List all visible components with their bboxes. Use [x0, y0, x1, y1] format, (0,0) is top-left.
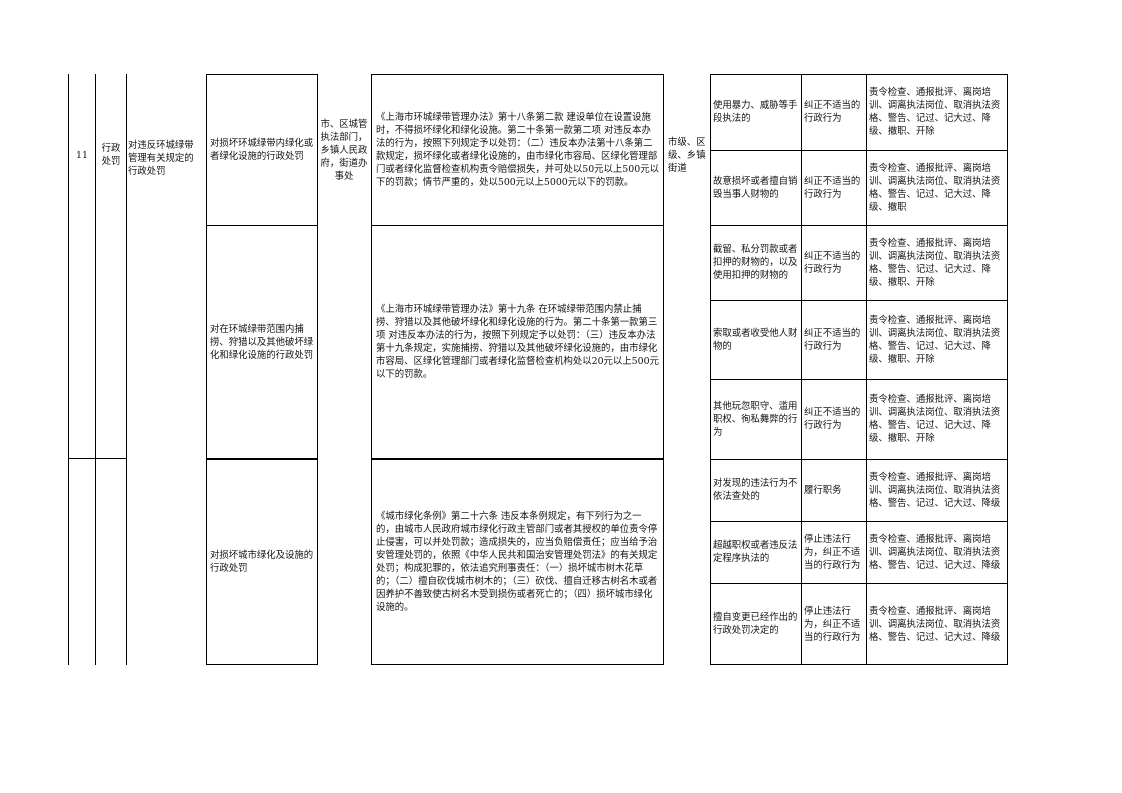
subitem-name-2: 对在环城绿带范围内捕捞、狩猎以及其他破坏绿化和绿化设施的行政处罚 [210, 323, 314, 361]
duty-type: 纠正不适当的行政行为 [804, 407, 861, 431]
duty-row-line-6 [710, 521, 1008, 522]
table-border-left [68, 74, 69, 665]
duty-situation: 超越职权或者违反法定程序执法的 [713, 540, 798, 564]
duty-penalty: 责令检查、通报批评、离岗培训、调离执法岗位、取消执法资格、警告、记过、记大过、降… [869, 533, 1001, 571]
duty-type: 纠正不适当的行政行为 [804, 327, 861, 352]
basis-box-2 [371, 225, 664, 459]
duty-penalty: 责令检查、通报批评、离岗培训、调离执法岗位、取消执法资格、警告、记过、记大过、降… [869, 605, 1001, 643]
duty-situation: 使用暴力、威胁等手段执法的 [713, 100, 798, 124]
row-index: 11 [76, 149, 88, 161]
duty-type: 停止违法行为，纠正不适当的行政行为 [804, 605, 861, 643]
duty-row-line-7 [710, 583, 1008, 584]
duty-type: 停止违法行为，纠正不适当的行政行为 [804, 533, 861, 571]
legal-basis-2: 《上海市环城绿带管理办法》第十九条 在环城绿带范围内禁止捕捞、狩猎以及其他破坏绿… [376, 304, 659, 380]
duty-situation: 截留、私分罚款或者扣押的财物的，以及使用扣押的财物的 [713, 244, 798, 281]
duty-row-line-3 [710, 300, 1008, 301]
duty-situation: 故意损坏或者擅自销毁当事人财物的 [713, 175, 798, 200]
subitem-box-3 [206, 459, 318, 665]
duty-row-line-5 [710, 459, 1008, 460]
duty-situation: 对发现的违法行为不依法查处的 [713, 478, 798, 502]
table-border-col2 [126, 74, 127, 665]
duty-penalty: 责令检查、通报批评、离岗培训、调离执法岗位、取消执法资格、警告、记过、记大过、降… [869, 87, 1001, 137]
legal-basis-1: 《上海市环城绿带管理办法》第十八条第二款 建设单位在设置设施时，不得损坏绿化和绿… [376, 112, 659, 188]
duty-type: 履行职务 [804, 484, 842, 496]
basis-box-3 [371, 459, 664, 665]
legal-basis-3: 《城市绿化条例》第二十六条 违反本条例规定，有下列行为之一的，由城市人民政府城市… [376, 511, 658, 613]
duty-situation: 擅自变更已经作出的行政处罚决定的 [713, 612, 798, 636]
duty-penalty: 责令检查、通报批评、离岗培训、调离执法岗位、取消执法资格、警告、记过、记大过、降… [869, 394, 1001, 444]
subitem-name-3: 对损坏城市绿化及设施的行政处罚 [210, 550, 314, 574]
table-border-col1 [95, 74, 96, 665]
duty-type: 纠正不适当的行政行为 [804, 100, 861, 124]
enforcement-department: 市、区城管执法部门，乡镇人民政府，街道办事处 [320, 118, 368, 182]
duty-penalty: 责令检查、通报批评、离岗培训、调离执法岗位、取消执法资格、警告、记过、记大过、降… [869, 471, 1001, 509]
duty-situation: 索取或者收受他人财物的 [713, 327, 798, 352]
enforcement-level: 市级、区级、乡镇街道 [668, 136, 706, 174]
subitem-name-1: 对损坏环城绿带内绿化或者绿化设施的行政处罚 [210, 138, 314, 162]
row-item-name: 对违反环城绿带管理有关规定的行政处罚 [128, 139, 194, 177]
duty-row-line-1 [710, 150, 1008, 151]
row-separator-left [68, 458, 127, 459]
duty-type: 纠正不适当的行政行为 [804, 250, 861, 275]
duty-penalty: 责令检查、通报批评、离岗培训、调离执法岗位、取消执法资格、警告、记过、记大过、降… [869, 237, 1001, 288]
duty-table-border [710, 74, 1008, 665]
subitem-box-2 [206, 225, 318, 459]
duty-penalty: 责令检查、通报批评、离岗培训、调离执法岗位、取消执法资格、警告、记过、记大过、降… [869, 162, 1001, 213]
duty-row-line-4 [710, 379, 1008, 380]
duty-row-line-2 [710, 225, 1008, 226]
duty-situation: 其他玩忽职守、滥用职权、徇私舞弊的行为 [713, 400, 798, 438]
duty-type: 纠正不适当的行政行为 [804, 175, 861, 200]
duty-table-col2 [866, 74, 867, 665]
duty-table-col1 [801, 74, 802, 665]
duty-penalty: 责令检查、通报批评、离岗培训、调离执法岗位、取消执法资格、警告、记过、记大过、降… [869, 314, 1001, 365]
row-type: 行政处罚 [101, 143, 121, 167]
